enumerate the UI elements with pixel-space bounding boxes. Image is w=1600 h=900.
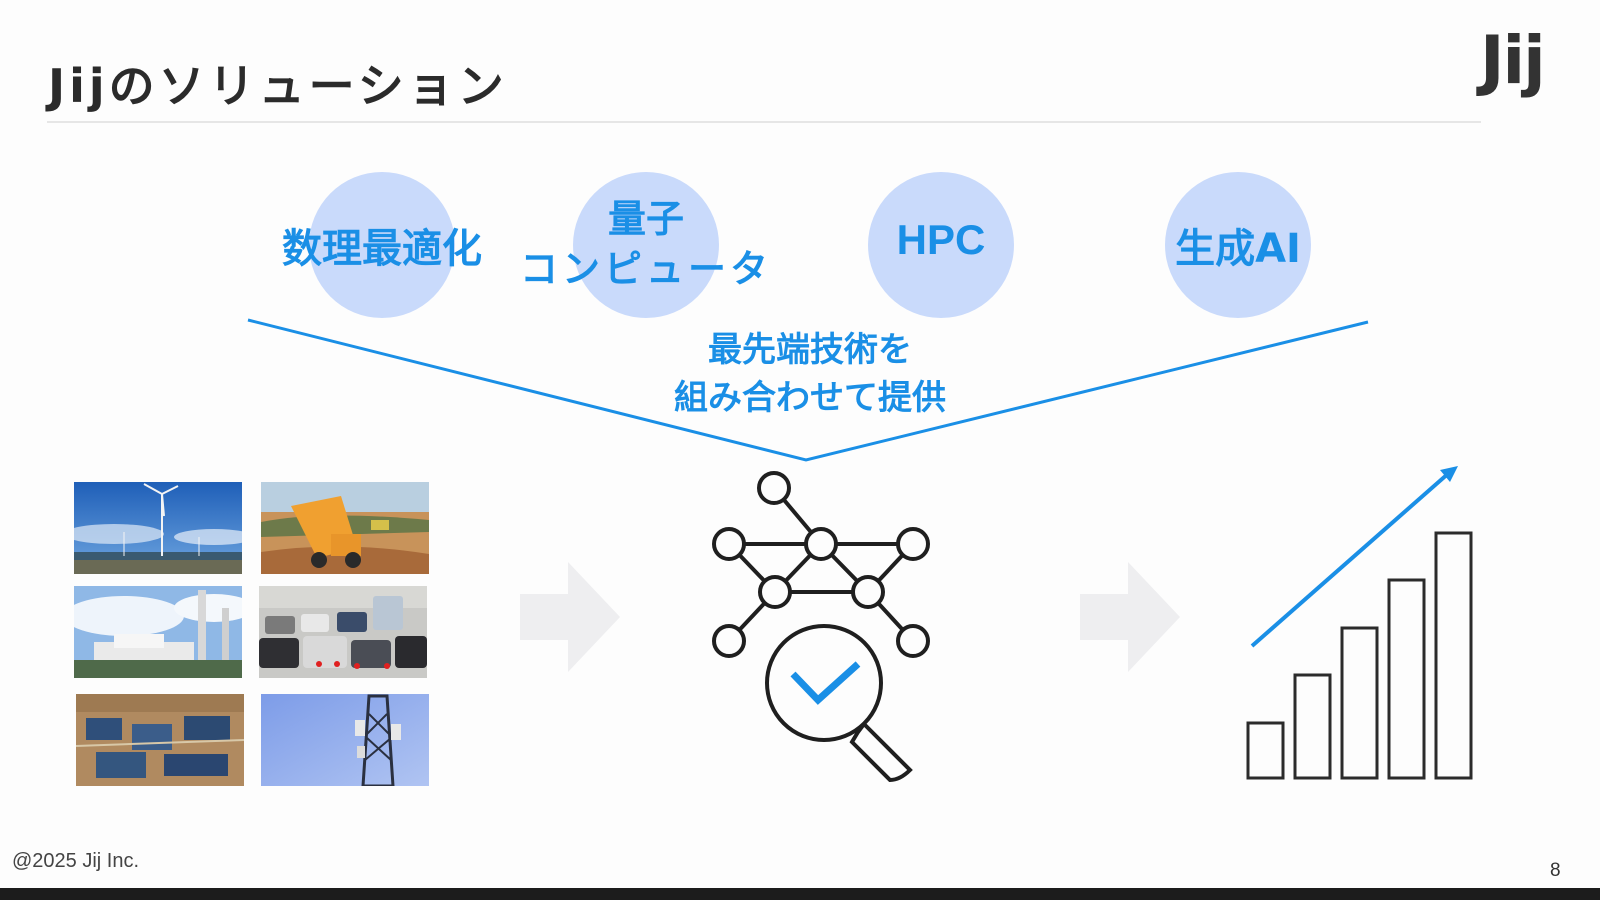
growth-bar-chart-icon (1246, 466, 1473, 780)
photo-dump-truck (261, 482, 429, 574)
copyright-text: @2025 Jij Inc. (12, 850, 140, 872)
slide-title: Jijのソリューション (48, 59, 508, 113)
tech-circle-genai (1165, 172, 1311, 318)
photo-power-plant (74, 586, 242, 678)
photo-cell-tower (261, 694, 429, 786)
tech-label-optimization: 数理最適化 (282, 226, 482, 272)
growth-bar (1340, 626, 1379, 780)
growth-bar (1387, 578, 1426, 780)
page-number: 8 (1550, 860, 1561, 881)
growth-bar (1434, 531, 1473, 780)
arrow-right-icon (520, 562, 620, 672)
arrow-right-icon (1080, 562, 1180, 672)
network-magnifier-check-icon (712, 471, 930, 783)
photo-factory-floor (76, 694, 244, 786)
center-message-line2: 組み合わせて提供 (674, 378, 946, 418)
photo-wind-turbines (74, 482, 242, 574)
photo-traffic-jam (259, 586, 427, 678)
tech-label-genai: 生成AI (1175, 226, 1301, 272)
bottom-bar (0, 888, 1600, 900)
jij-logo: Jij (1480, 22, 1546, 99)
center-message-line1: 最先端技術を (708, 330, 912, 370)
growth-bar (1293, 673, 1332, 780)
tech-circle-quantum (573, 172, 719, 318)
tech-circle-hpc (868, 172, 1014, 318)
tech-label-quantum: 量子 コンピュータ (519, 197, 772, 291)
growth-bar (1246, 721, 1285, 780)
tech-label-hpc: HPC (896, 216, 986, 263)
title-divider (47, 121, 1481, 123)
tech-circle-optimization (309, 172, 455, 318)
